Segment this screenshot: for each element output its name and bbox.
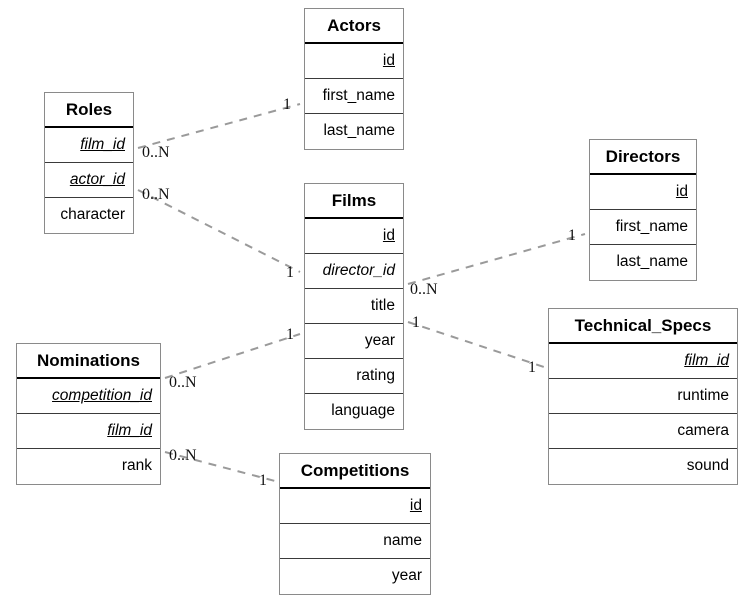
attribute-label: name (383, 532, 422, 549)
entity-title-technical_specs: Technical_Specs (549, 309, 737, 344)
attribute-row: rating (305, 359, 403, 394)
attribute-row: character (45, 198, 133, 233)
attribute-label: rating (356, 367, 395, 384)
attribute-row: id (305, 219, 403, 254)
relationship-line-films-technical_specs (407, 321, 545, 368)
entity-title-films: Films (305, 184, 403, 219)
relationship-line-roles-actors (137, 103, 301, 149)
attribute-label: id (382, 52, 395, 69)
attribute-label: id (675, 183, 688, 200)
cardinality-label-nominations-films-source: 0..N (169, 374, 197, 391)
entity-title-competitions: Competitions (280, 454, 430, 489)
attribute-row: last_name (590, 245, 696, 280)
attribute-row: first_name (590, 210, 696, 245)
cardinality-label-films-technical_specs-source: 1 (412, 314, 420, 331)
attribute-label: year (391, 567, 422, 584)
attribute-label: competition_id (52, 387, 152, 404)
attribute-row: film_id (45, 128, 133, 163)
attribute-label: id (409, 497, 422, 514)
attribute-row: id (280, 489, 430, 524)
attribute-row: last_name (305, 114, 403, 149)
cardinality-label-films-directors-target: 1 (568, 227, 576, 244)
attribute-row: language (305, 394, 403, 429)
attribute-label: last_name (323, 122, 395, 139)
attribute-label: year (364, 332, 395, 349)
entity-table-actors[interactable]: Actors id first_name last_name (304, 8, 404, 150)
attribute-label: camera (677, 422, 729, 439)
cardinality-label-nominations-competitions-source: 0..N (169, 447, 197, 464)
attribute-row: id (590, 175, 696, 210)
entity-title-roles: Roles (45, 93, 133, 128)
attribute-row: film_id (549, 344, 737, 379)
attribute-label: id (382, 227, 395, 244)
relationship-line-films-directors (407, 233, 586, 285)
attribute-row: director_id (305, 254, 403, 289)
attribute-label: rank (121, 457, 152, 474)
attribute-row: title (305, 289, 403, 324)
attribute-label: first_name (615, 218, 688, 235)
attribute-label: film_id (107, 422, 152, 439)
attribute-row: actor_id (45, 163, 133, 198)
attribute-label: character (60, 206, 125, 223)
attribute-row: year (305, 324, 403, 359)
attribute-row: first_name (305, 79, 403, 114)
cardinality-label-nominations-films-target: 1 (286, 326, 294, 343)
attribute-row: name (280, 524, 430, 559)
attribute-label: sound (686, 457, 729, 474)
attribute-row: id (305, 44, 403, 79)
attribute-row: sound (549, 449, 737, 484)
entity-title-nominations: Nominations (17, 344, 160, 379)
cardinality-label-nominations-competitions-target: 1 (259, 472, 267, 489)
cardinality-label-films-directors-source: 0..N (410, 281, 438, 298)
attribute-row: year (280, 559, 430, 594)
attribute-label: title (370, 297, 395, 314)
attribute-label: film_id (684, 352, 729, 369)
attribute-label: first_name (322, 87, 395, 104)
attribute-label: film_id (80, 136, 125, 153)
cardinality-label-films-technical_specs-target: 1 (528, 359, 536, 376)
attribute-label: runtime (677, 387, 729, 404)
entity-title-actors: Actors (305, 9, 403, 44)
attribute-label: actor_id (69, 171, 125, 188)
cardinality-label-roles-films-target: 1 (286, 264, 294, 281)
attribute-label: last_name (616, 253, 688, 270)
cardinality-label-roles-actors-target: 1 (283, 96, 291, 113)
relationship-line-nominations-films (164, 333, 301, 379)
attribute-row: film_id (17, 414, 160, 449)
entity-table-directors[interactable]: Directors id first_name last_name (589, 139, 697, 281)
entity-table-roles[interactable]: Roles film_id actor_id character (44, 92, 134, 234)
entity-table-competitions[interactable]: Competitions id name year (279, 453, 431, 595)
attribute-row: rank (17, 449, 160, 484)
attribute-label: language (331, 402, 395, 419)
attribute-row: competition_id (17, 379, 160, 414)
cardinality-label-roles-actors-source: 0..N (142, 144, 170, 161)
attribute-row: runtime (549, 379, 737, 414)
attribute-label: director_id (322, 262, 395, 279)
cardinality-label-roles-films-source: 0..N (142, 186, 170, 203)
entity-title-directors: Directors (590, 140, 696, 175)
attribute-row: camera (549, 414, 737, 449)
